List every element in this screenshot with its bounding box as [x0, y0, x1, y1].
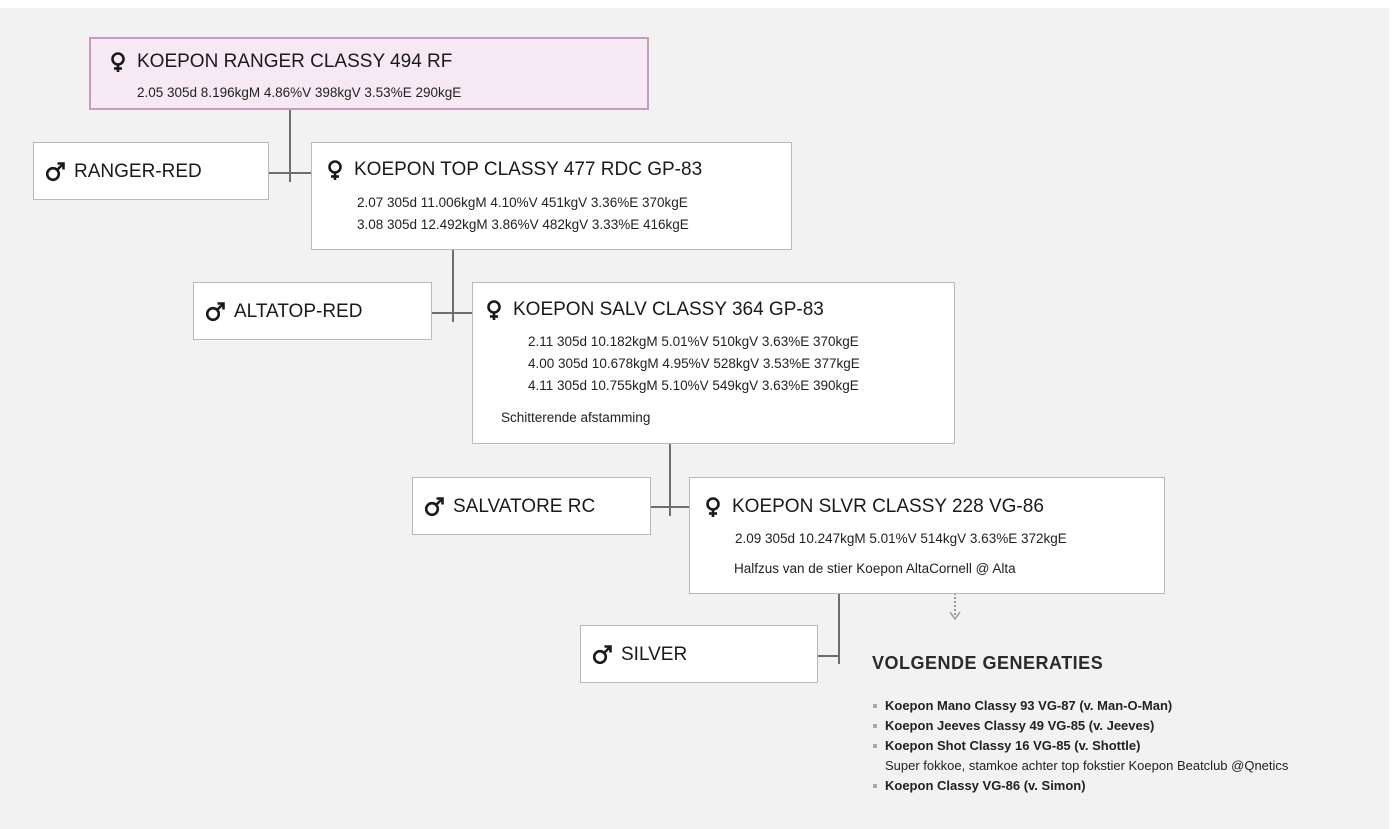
- connector-line: [452, 250, 454, 322]
- next-generations-list: Koepon Mano Classy 93 VG-87 (v. Man-O-Ma…: [872, 696, 1325, 796]
- male-symbol-icon: [204, 301, 226, 323]
- bull-node[interactable]: SILVER: [580, 625, 818, 683]
- female-symbol-icon: [324, 159, 346, 181]
- cow-name-text: KOEPON TOP CLASSY 477 RDC GP-83: [354, 159, 703, 180]
- cow-name: KOEPON SLVR CLASSY 228 VG-86: [702, 496, 1044, 518]
- production-line: 4.00 305d 10.678kgM 4.95%V 528kgV 3.53%E…: [528, 356, 860, 371]
- female-symbol-icon: [702, 496, 724, 518]
- next-generations-title: VOLGENDE GENERATIES: [872, 653, 1104, 673]
- cow-name-text: KOEPON SALV CLASSY 364 GP-83: [513, 299, 824, 320]
- list-item[interactable]: Koepon Shot Classy 16 VG-85 (v. Shottle)…: [872, 736, 1325, 776]
- cow-node[interactable]: KOEPON SALV CLASSY 364 GP-83 2.11 305d 1…: [472, 282, 955, 444]
- bull-node[interactable]: ALTATOP-RED: [193, 282, 432, 340]
- bull-name: SALVATORE RC: [423, 496, 595, 518]
- bull-node[interactable]: SALVATORE RC: [412, 477, 651, 535]
- production-line: 4.11 305d 10.755kgM 5.10%V 549kgV 3.63%E…: [528, 378, 859, 393]
- cow-note: Schitterende afstamming: [501, 410, 651, 425]
- male-symbol-icon: [423, 496, 445, 518]
- pedigree-canvas: KOEPON RANGER CLASSY 494 RF 2.05 305d 8.…: [0, 8, 1389, 829]
- list-item-label: Koepon Shot Classy 16 VG-85 (v. Shottle): [885, 738, 1141, 753]
- bull-name-text: SALVATORE RC: [453, 496, 596, 517]
- connector-line: [838, 594, 840, 664]
- cow-name-text: KOEPON SLVR CLASSY 228 VG-86: [732, 496, 1044, 517]
- bull-name-text: ALTATOP-RED: [234, 301, 363, 322]
- connector-line: [818, 655, 840, 657]
- male-symbol-icon: [591, 644, 613, 666]
- production-line: 2.07 305d 11.006kgM 4.10%V 451kgV 3.36%E…: [357, 195, 688, 210]
- bull-name: SILVER: [591, 644, 687, 666]
- bull-name: ALTATOP-RED: [204, 301, 362, 323]
- bull-name-text: SILVER: [621, 644, 688, 665]
- connector-line: [269, 172, 311, 174]
- female-symbol-icon: [483, 299, 505, 321]
- list-item-label: Koepon Jeeves Classy 49 VG-85 (v. Jeeves…: [885, 718, 1155, 733]
- cow-name: KOEPON SALV CLASSY 364 GP-83: [483, 299, 824, 321]
- cow-node[interactable]: KOEPON TOP CLASSY 477 RDC GP-83 2.07 305…: [311, 142, 792, 250]
- bull-name-text: RANGER-RED: [74, 161, 202, 182]
- cow-name: KOEPON TOP CLASSY 477 RDC GP-83: [324, 159, 702, 181]
- production-line: 2.11 305d 10.182kgM 5.01%V 510kgV 3.63%E…: [528, 334, 859, 349]
- list-item[interactable]: Koepon Mano Classy 93 VG-87 (v. Man-O-Ma…: [872, 696, 1325, 716]
- connector-line: [432, 312, 472, 314]
- list-item[interactable]: Koepon Classy VG-86 (v. Simon): [872, 776, 1325, 796]
- production-line: 2.09 305d 10.247kgM 5.01%V 514kgV 3.63%E…: [735, 531, 1067, 546]
- female-symbol-icon: [107, 51, 129, 73]
- list-item-label: Koepon Classy VG-86 (v. Simon): [885, 778, 1086, 793]
- production-line: 2.05 305d 8.196kgM 4.86%V 398kgV 3.53%E …: [137, 85, 462, 100]
- production-line: 3.08 305d 12.492kgM 3.86%V 482kgV 3.33%E…: [357, 217, 689, 232]
- cow-note: Halfzus van de stier Koepon AltaCornell …: [734, 561, 1016, 576]
- connector-line: [289, 110, 291, 182]
- bull-name: RANGER-RED: [44, 161, 202, 183]
- cow-name: KOEPON RANGER CLASSY 494 RF: [107, 51, 452, 73]
- cow-node-root[interactable]: KOEPON RANGER CLASSY 494 RF 2.05 305d 8.…: [89, 37, 649, 110]
- list-item[interactable]: Koepon Jeeves Classy 49 VG-85 (v. Jeeves…: [872, 716, 1325, 736]
- connector-line: [651, 506, 689, 508]
- cow-name-text: KOEPON RANGER CLASSY 494 RF: [137, 51, 453, 72]
- bull-node[interactable]: RANGER-RED: [33, 142, 269, 200]
- list-item-label: Koepon Mano Classy 93 VG-87 (v. Man-O-Ma…: [885, 698, 1173, 713]
- connector-line: [669, 444, 671, 516]
- male-symbol-icon: [44, 161, 66, 183]
- dotted-arrow-down-icon: [949, 593, 961, 621]
- list-item-note: Super fokkoe, stamkoe achter top fokstie…: [885, 758, 1289, 773]
- cow-node[interactable]: KOEPON SLVR CLASSY 228 VG-86 2.09 305d 1…: [689, 477, 1165, 594]
